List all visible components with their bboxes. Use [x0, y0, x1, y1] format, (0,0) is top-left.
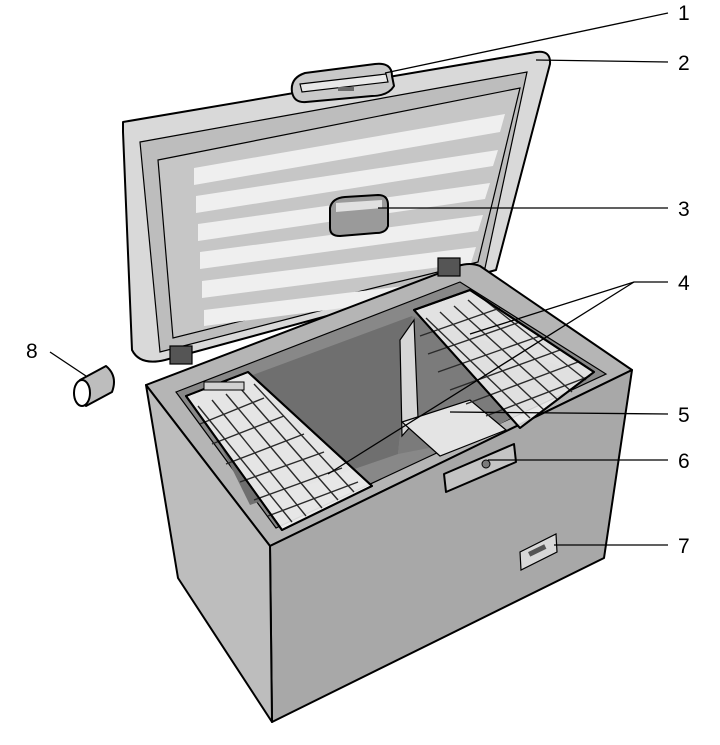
interior-lamp — [329, 194, 389, 237]
callout-7: 7 — [678, 535, 690, 558]
callout-numbers: 1 2 3 4 5 6 7 8 — [26, 2, 690, 558]
control-panel — [443, 443, 517, 493]
callout-6: 6 — [678, 450, 690, 473]
callout-5: 5 — [678, 404, 690, 427]
brand-plate — [519, 533, 558, 571]
leader-lines — [49, 12, 669, 546]
basket-left — [185, 371, 373, 531]
callout-1: 1 — [678, 2, 690, 25]
callout-8: 8 — [26, 340, 38, 363]
lid-handle — [290, 62, 395, 104]
callout-4: 4 — [678, 272, 690, 295]
callout-3: 3 — [678, 198, 690, 221]
lid — [122, 50, 552, 363]
hinge-right — [437, 257, 461, 277]
hinge-left — [169, 345, 193, 365]
callout-2: 2 — [678, 52, 690, 75]
basket-right — [413, 289, 595, 429]
drain-plug — [73, 365, 115, 407]
